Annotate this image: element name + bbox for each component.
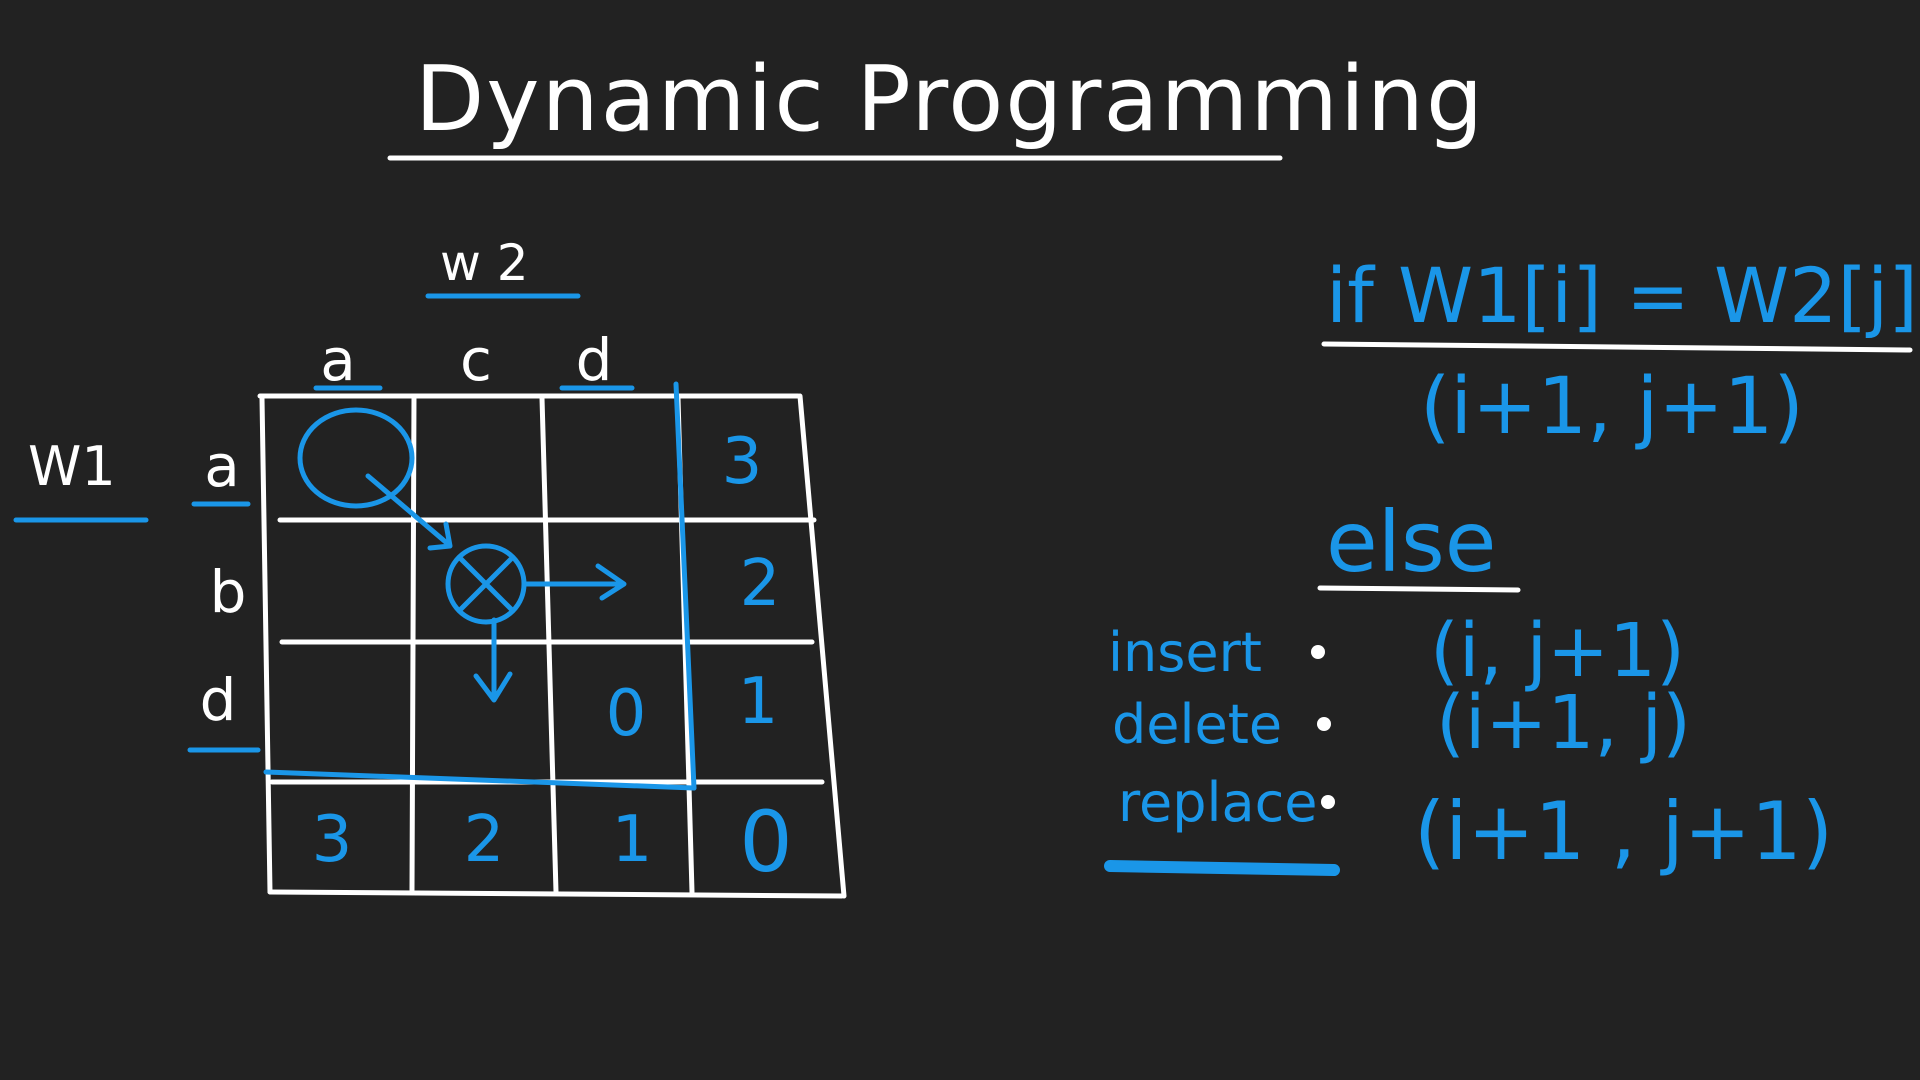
if-condition: if W1[i] = W2[j] (1326, 251, 1918, 340)
op-insert-label: insert (1108, 621, 1262, 684)
w2-label: w 2 (440, 234, 529, 292)
cell-bottom-1: 2 (464, 803, 505, 877)
diagonal-arrow (365, 473, 453, 551)
replace-highlight (1104, 860, 1340, 876)
op-delete-label: delete (1112, 693, 1283, 756)
cell-right-1: 2 (740, 547, 781, 621)
boundary-horizontal (263, 769, 697, 791)
boundary-vertical (673, 381, 697, 791)
delete-bullet (1317, 717, 1331, 731)
row-header-b: b (210, 558, 247, 626)
op-insert-value: (i, j+1) (1430, 608, 1685, 694)
row-header-d: d (200, 666, 237, 734)
cell-inner-zero: 0 (606, 677, 647, 751)
cell-right-2: 1 (738, 665, 779, 739)
row-header-a: a (204, 432, 240, 500)
cell-right-3: 0 (739, 793, 792, 891)
right-arrow-icon (521, 563, 627, 601)
page-title: Dynamic Programming (415, 47, 1486, 152)
else-label: else (1326, 493, 1497, 591)
if-underline (1321, 341, 1913, 353)
cell-right-0: 3 (722, 425, 763, 499)
op-delete-value: (i+1, j) (1436, 680, 1691, 766)
col-header-c: c (460, 326, 492, 394)
highlight-circle (297, 407, 415, 509)
op-replace-value: (i+1 , j+1) (1414, 785, 1834, 878)
if-result: (i+1, j+1) (1420, 362, 1804, 452)
cell-bottom-2: 1 (612, 803, 653, 877)
col-header-a: a (320, 326, 356, 394)
cell-bottom-0: 3 (312, 803, 353, 877)
col-header-d: d (576, 326, 613, 394)
w1-label: W1 (28, 435, 116, 498)
replace-bullet (1321, 795, 1335, 809)
down-arrow-icon (473, 617, 513, 703)
insert-bullet (1311, 645, 1325, 659)
crossed-circle-icon (445, 543, 527, 625)
op-replace-label: replace (1118, 771, 1318, 834)
else-underline (1317, 585, 1521, 593)
